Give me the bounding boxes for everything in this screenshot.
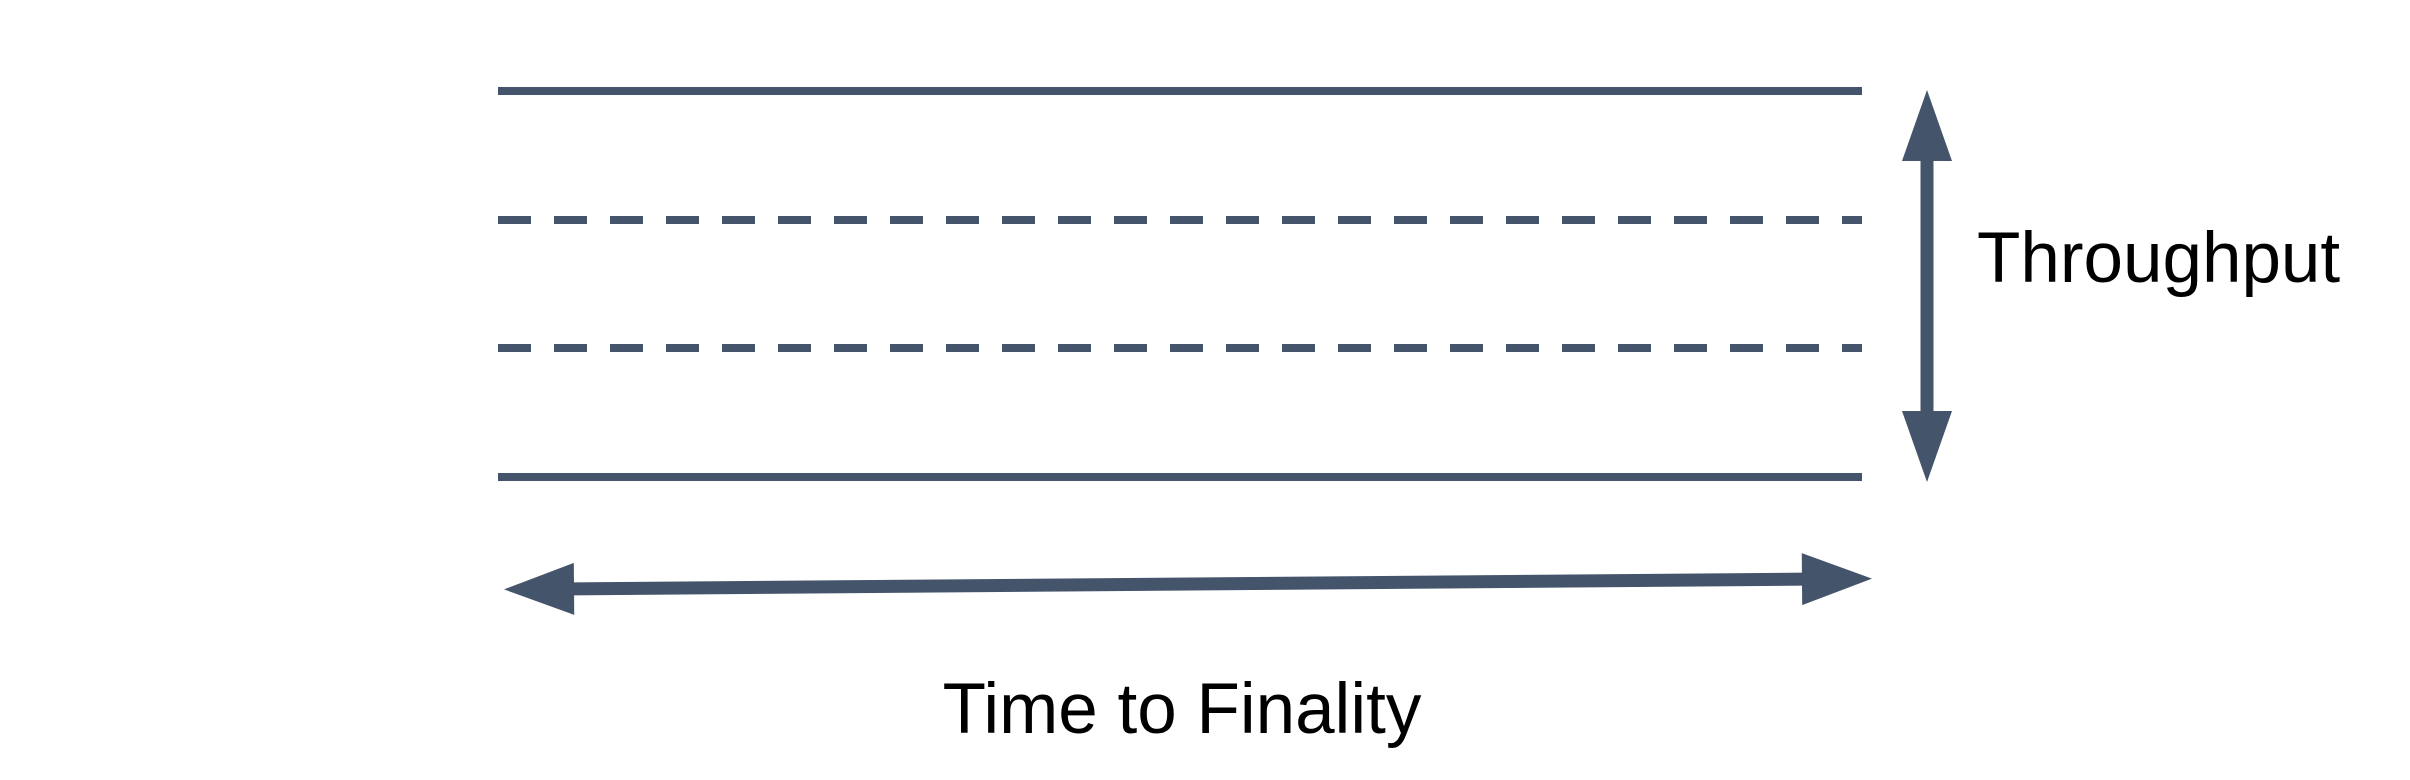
throughput-arrow — [1902, 90, 1952, 482]
throughput-label: Throughput — [1977, 219, 2341, 298]
time-arrow-shaft — [571, 572, 1805, 596]
time-arrow-left-head-icon — [504, 562, 575, 615]
time-to-finality-arrow — [504, 553, 1872, 615]
time-arrow-right-head-icon — [1801, 553, 1872, 606]
time-to-finality-label: Time to Finality — [942, 670, 1422, 749]
throughput-arrow-down-head-icon — [1902, 411, 1952, 482]
throughput-arrow-up-head-icon — [1902, 90, 1952, 161]
